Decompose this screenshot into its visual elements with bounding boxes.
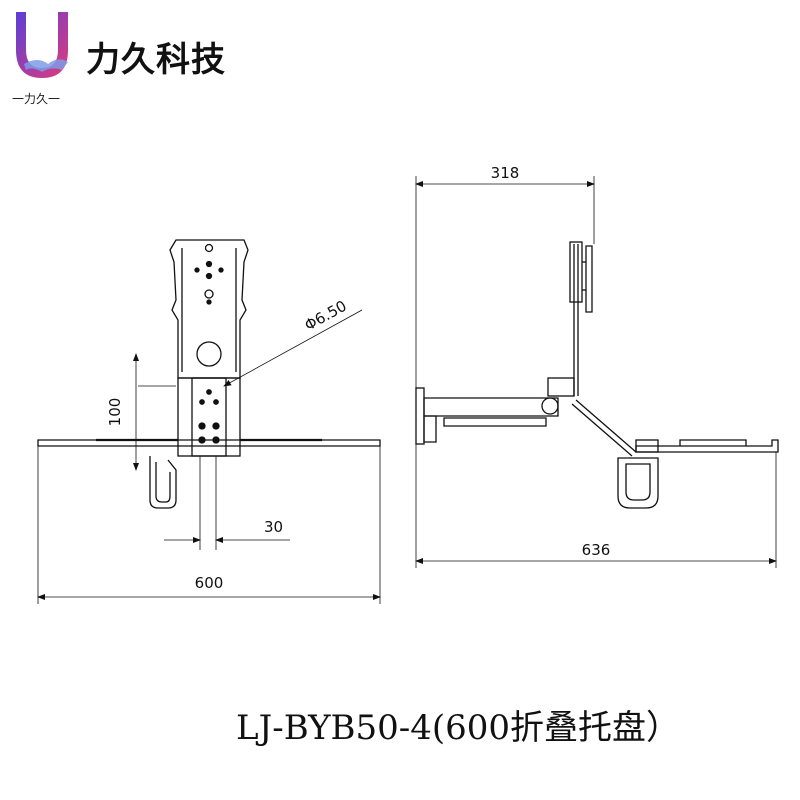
plate-hole — [206, 299, 212, 305]
side-handle — [617, 457, 659, 509]
plate-hole — [205, 260, 213, 268]
bracket-hole — [198, 422, 206, 430]
side-tray-arm — [571, 399, 637, 457]
side-view — [415, 176, 779, 568]
front-view — [37, 239, 381, 604]
side-tray — [635, 439, 779, 453]
dim-label-height: 100 — [106, 398, 124, 427]
bracket-hole — [206, 389, 212, 395]
side-tray-hinge — [635, 439, 659, 453]
side-arm-pivot — [541, 397, 559, 415]
model-caption: LJ-BYB50-4(600折叠托盘） — [236, 708, 681, 748]
side-arm-joint — [423, 415, 437, 443]
side-arm-lower — [443, 417, 547, 427]
front-handle — [149, 456, 177, 509]
side-arm-upper — [423, 397, 559, 417]
side-tray-lip — [679, 439, 747, 446]
side-wall-plate — [415, 387, 425, 445]
dim-label-offset: 30 — [264, 518, 283, 536]
bracket-hole — [213, 399, 219, 405]
dim-leader-hole — [223, 309, 363, 387]
dim-label-reach: 318 — [491, 164, 520, 182]
front-tray — [37, 439, 381, 447]
brand-name: 力久科技 — [86, 40, 226, 80]
brand-header: 力久科技 一力久一 — [8, 6, 268, 106]
bracket-hole — [199, 399, 205, 405]
dim-label-width: 600 — [195, 574, 224, 592]
plate-hole — [218, 267, 224, 273]
dim-label-hole-diameter: Φ6.50 — [301, 297, 349, 335]
brand-logo-icon — [16, 12, 68, 78]
dim-label-length: 636 — [582, 541, 611, 559]
front-inner-bracket — [191, 377, 227, 457]
plate-large-hole — [196, 341, 222, 367]
plate-hole — [204, 289, 214, 299]
bracket-hole — [212, 422, 220, 430]
plate-hole — [205, 272, 213, 280]
brand-sub-label: 一力久一 — [12, 92, 61, 106]
plate-hole — [194, 267, 200, 273]
side-monitor-bracket — [569, 241, 583, 303]
side-elbow-block — [547, 377, 575, 397]
side-vesa-plate — [585, 245, 593, 313]
plate-hole — [204, 243, 214, 253]
